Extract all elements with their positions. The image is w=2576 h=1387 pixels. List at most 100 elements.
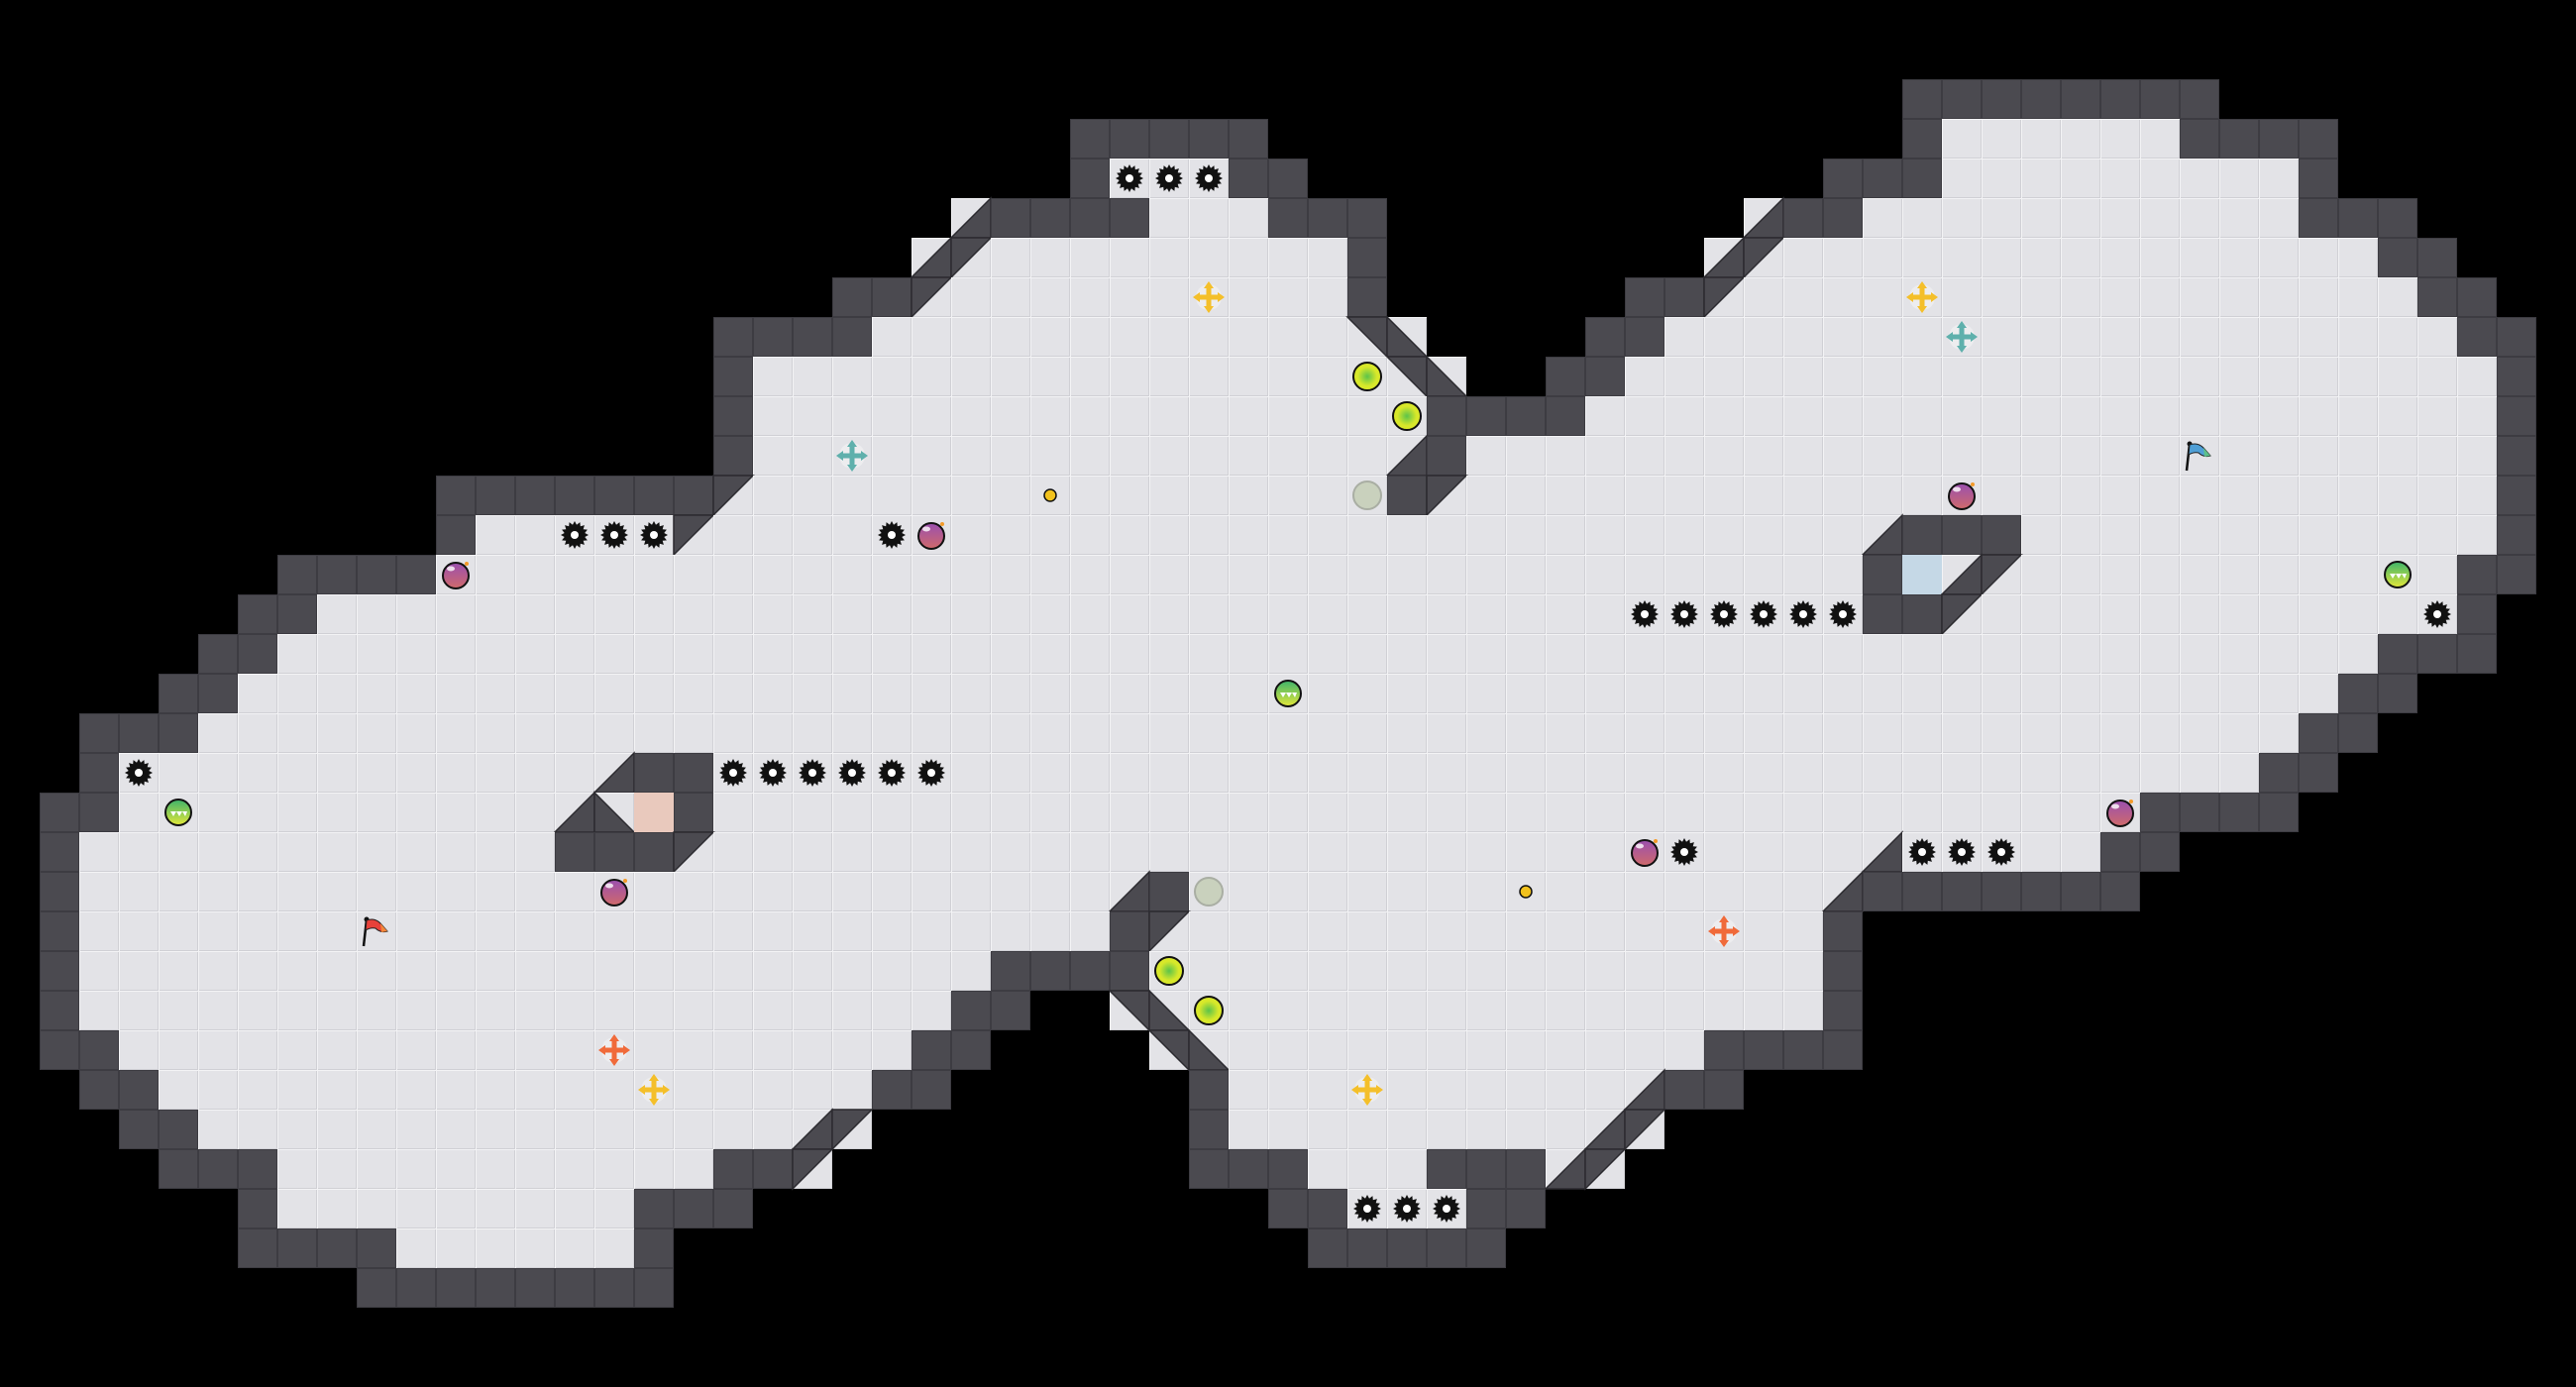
floor-tile: [1189, 832, 1229, 872]
floor-tile: [674, 872, 713, 911]
floor-tile: [1070, 793, 1110, 832]
floor-tile: [2140, 159, 2180, 198]
wall-tile: [2417, 238, 2457, 277]
floor-tile: [396, 594, 436, 634]
wall-tile: [634, 476, 674, 515]
floor-tile: [1466, 436, 1506, 476]
floor-tile: [1110, 476, 1149, 515]
floor-tile: [1625, 396, 1664, 436]
floor-tile: [713, 594, 753, 634]
floor-tile: [912, 357, 951, 396]
floor-tile: [1070, 555, 1110, 594]
floor-tile: [159, 991, 198, 1030]
floor-tile: [1546, 1110, 1585, 1149]
floor-tile: [1664, 911, 1704, 951]
wall-tile: [832, 317, 872, 357]
floor-tile: [1229, 357, 1268, 396]
floor-tile: [2259, 238, 2299, 277]
floor-tile: [2140, 753, 2180, 793]
diagonal-wall-tile: [1148, 989, 1191, 1031]
floor-tile: [1030, 357, 1070, 396]
floor-tile: [713, 1110, 753, 1149]
diagonal-wall-tile: [673, 831, 715, 874]
floor-tile: [951, 634, 991, 674]
floor-tile: [476, 832, 515, 872]
floor-tile: [1466, 911, 1506, 951]
diagonal-wall-tile: [1148, 910, 1191, 953]
floor-tile: [1664, 476, 1704, 515]
wall-tile: [1664, 1070, 1704, 1110]
floor-tile: [436, 634, 476, 674]
floor-tile: [198, 1030, 238, 1070]
floor-tile: [1308, 753, 1347, 793]
floor-tile: [2061, 634, 2100, 674]
wall-tile: [1506, 396, 1546, 436]
wall-tile: [1466, 1189, 1506, 1228]
button-icon: [1506, 872, 1546, 911]
floor-tile: [1744, 911, 1783, 951]
wall-tile: [2457, 277, 2497, 317]
wall-tile: [674, 476, 713, 515]
floor-tile: [317, 753, 357, 793]
floor-tile: [1664, 515, 1704, 555]
floor-tile: [753, 674, 793, 713]
floor-tile: [2100, 238, 2140, 277]
floor-tile: [2021, 793, 2061, 832]
floor-tile: [1902, 198, 1942, 238]
floor-tile: [1744, 396, 1783, 436]
floor-tile: [1427, 1030, 1466, 1070]
floor-tile: [634, 1030, 674, 1070]
floor-tile: [1268, 951, 1308, 991]
floor-tile: [1863, 634, 1902, 674]
floor-tile: [1823, 634, 1863, 674]
floor-tile: [277, 911, 317, 951]
floor-tile: [2259, 277, 2299, 317]
floor-tile: [1229, 911, 1268, 951]
wall-tile: [1863, 555, 1902, 594]
floor-tile: [1427, 555, 1466, 594]
floor-tile: [1387, 1110, 1427, 1149]
floor-tile: [476, 753, 515, 793]
floor-tile: [1110, 317, 1149, 357]
floor-tile: [198, 793, 238, 832]
wall-tile: [1189, 1110, 1229, 1149]
wall-tile: [594, 476, 634, 515]
diagonal-wall-tile: [1147, 1029, 1190, 1072]
floor-tile: [1625, 793, 1664, 832]
floor-tile: [991, 872, 1030, 911]
lime-orb-icon: [1347, 357, 1387, 396]
floor-tile: [317, 594, 357, 634]
floor-tile: [872, 634, 912, 674]
floor-tile: [1030, 793, 1070, 832]
floor-tile: [317, 1189, 357, 1228]
floor-tile: [1149, 555, 1189, 594]
floor-tile: [79, 832, 119, 872]
floor-tile: [79, 911, 119, 951]
wall-tile: [2338, 674, 2378, 713]
diagonal-wall-tile: [1544, 1147, 1586, 1190]
floor-tile: [555, 555, 594, 594]
wall-tile: [2299, 198, 2338, 238]
floor-tile: [2378, 357, 2417, 396]
spike-icon: [1902, 832, 1942, 872]
floor-tile: [793, 832, 832, 872]
floor-tile: [1863, 357, 1902, 396]
floor-tile: [2061, 832, 2100, 872]
floor-tile: [872, 555, 912, 594]
floor-tile: [357, 1110, 396, 1149]
floor-tile: [1308, 634, 1347, 674]
floor-tile: [1982, 317, 2021, 357]
floor-tile: [1070, 674, 1110, 713]
spike-icon: [119, 753, 159, 793]
floor-tile: [1347, 753, 1387, 793]
floor-tile: [872, 832, 912, 872]
floor-tile: [1189, 436, 1229, 476]
floor-tile: [1704, 317, 1744, 357]
wall-tile: [2417, 634, 2457, 674]
floor-tile: [1268, 1110, 1308, 1149]
floor-tile: [1506, 594, 1546, 634]
floor-tile: [1942, 793, 1982, 832]
floor-tile: [1506, 674, 1546, 713]
floor-tile: [476, 1228, 515, 1268]
wall-tile: [40, 793, 79, 832]
